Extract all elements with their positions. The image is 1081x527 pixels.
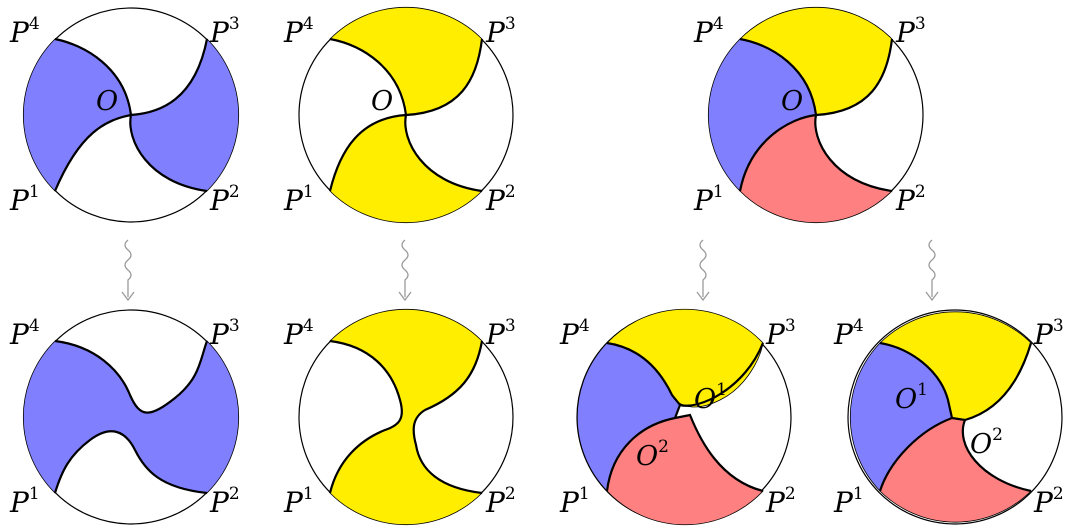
label-P4: P4	[9, 316, 40, 351]
arrow-panel2-to-panel5	[398, 239, 412, 302]
label-P2: P2	[209, 484, 240, 519]
label-P3: P3	[765, 316, 796, 351]
label-P1: P1	[283, 182, 314, 217]
label-P1: P1	[9, 182, 40, 217]
arrow-panel3-to-panel7	[925, 239, 939, 302]
label-P2: P2	[485, 484, 516, 519]
center-label-O: O	[781, 86, 803, 117]
label-P4: P4	[559, 316, 590, 351]
panel-top-tricolor-swirl: O P4 P3 P1 P2	[693, 6, 926, 224]
swirl-boundary	[328, 37, 484, 193]
panel-bottom-tricolor-split-b: O1 O2 P4 P3 P1 P2	[833, 309, 1064, 525]
label-P3: P3	[485, 14, 516, 49]
label-P2: P2	[209, 182, 240, 217]
vertex-label-O1: O1	[895, 380, 928, 415]
label-P3: P3	[1033, 316, 1064, 351]
split-boundary	[605, 341, 765, 493]
label-P1: P1	[693, 182, 724, 217]
swirl-boundary	[738, 37, 894, 193]
vertex-label-O2: O2	[636, 437, 669, 472]
label-P3: P3	[209, 14, 240, 49]
label-P1: P1	[9, 484, 40, 519]
label-P4: P4	[833, 316, 864, 351]
smoothed-boundary	[53, 339, 209, 495]
panel-bottom-yellow-smoothed: P4 P3 P1 P2	[283, 308, 516, 526]
label-P2: P2	[895, 182, 926, 217]
label-P3: P3	[209, 316, 240, 351]
label-P2: P2	[765, 484, 796, 519]
vertex-label-O1: O1	[694, 380, 727, 415]
arrow-panel3-to-panel6	[696, 239, 710, 302]
vertex-label-O2: O2	[970, 425, 1003, 460]
label-P4: P4	[283, 316, 314, 351]
center-label-O: O	[96, 86, 118, 117]
swirl-boundary	[53, 37, 209, 193]
label-P2: P2	[485, 182, 516, 217]
label-P4: P4	[9, 14, 40, 49]
smoothed-boundary	[328, 339, 484, 495]
panel-bottom-tricolor-split-a: O1 O2 P4 P3 P1 P2	[559, 308, 796, 526]
panel-bottom-blue-smoothed: P4 P3 P1 P2	[9, 309, 240, 525]
panel-top-blue-swirl: O P4 P3 P1 P2	[9, 7, 240, 223]
arrow-panel1-to-panel4	[121, 239, 135, 302]
panel-top-yellow-swirl: O P4 P3 P1 P2	[283, 6, 516, 224]
label-P3: P3	[895, 14, 926, 49]
label-P1: P1	[559, 484, 590, 519]
label-P1: P1	[833, 484, 864, 519]
label-P3: P3	[485, 316, 516, 351]
label-P2: P2	[1033, 484, 1064, 519]
label-P4: P4	[283, 14, 314, 49]
label-P4: P4	[693, 14, 724, 49]
split-boundary	[878, 341, 1033, 493]
label-P1: P1	[283, 484, 314, 519]
center-label-O: O	[371, 86, 393, 117]
